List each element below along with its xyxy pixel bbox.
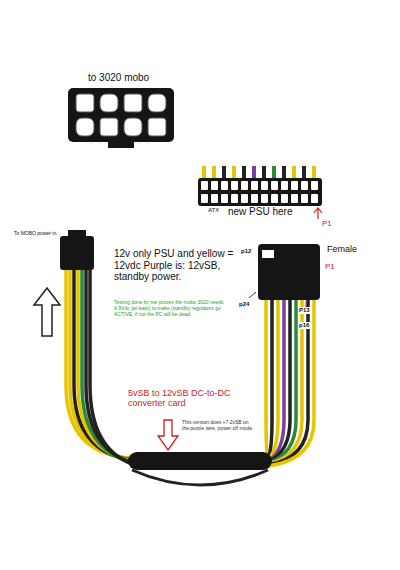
connector-label: Female — [326, 244, 358, 254]
pin-label: P1 — [322, 219, 332, 228]
pin-label: P13 — [298, 307, 311, 314]
twentyfour-pin-face — [198, 178, 322, 206]
converter-label: 5vSB to 12vSB DC-to-DC converter card — [128, 388, 246, 409]
up-arrow — [34, 288, 60, 336]
converter-tube — [128, 452, 272, 470]
down-arrow — [158, 420, 178, 450]
pin-label: p24 — [238, 301, 250, 308]
twentyfour-pin-holes — [201, 181, 318, 203]
eight-pin-face — [68, 88, 174, 142]
note-text: 12v only PSU and yellow = 12vdc Purple i… — [114, 248, 238, 283]
note-text: This version does +7.2vSB on the purple … — [182, 420, 256, 432]
standard-label: ATX — [208, 207, 219, 214]
note-text: Testing done by me proves the mobo 3020 … — [114, 300, 232, 317]
pin-label: P1 — [324, 262, 336, 271]
pin-label: p16 — [298, 322, 310, 329]
note-text: To MOBO power in. — [14, 231, 58, 237]
wire-stubs — [204, 166, 314, 180]
connector-label: new PSU here — [228, 206, 292, 218]
eight-pin-holes — [76, 94, 166, 136]
atx-plug — [258, 244, 320, 300]
right-wire-bundle — [266, 298, 314, 466]
pin-label: p12 — [240, 248, 252, 255]
pin-pointer — [314, 208, 322, 219]
mobo-plug — [60, 236, 94, 270]
connector-label: to 3020 mobo — [88, 72, 149, 84]
left-wire-bundle — [66, 268, 132, 464]
